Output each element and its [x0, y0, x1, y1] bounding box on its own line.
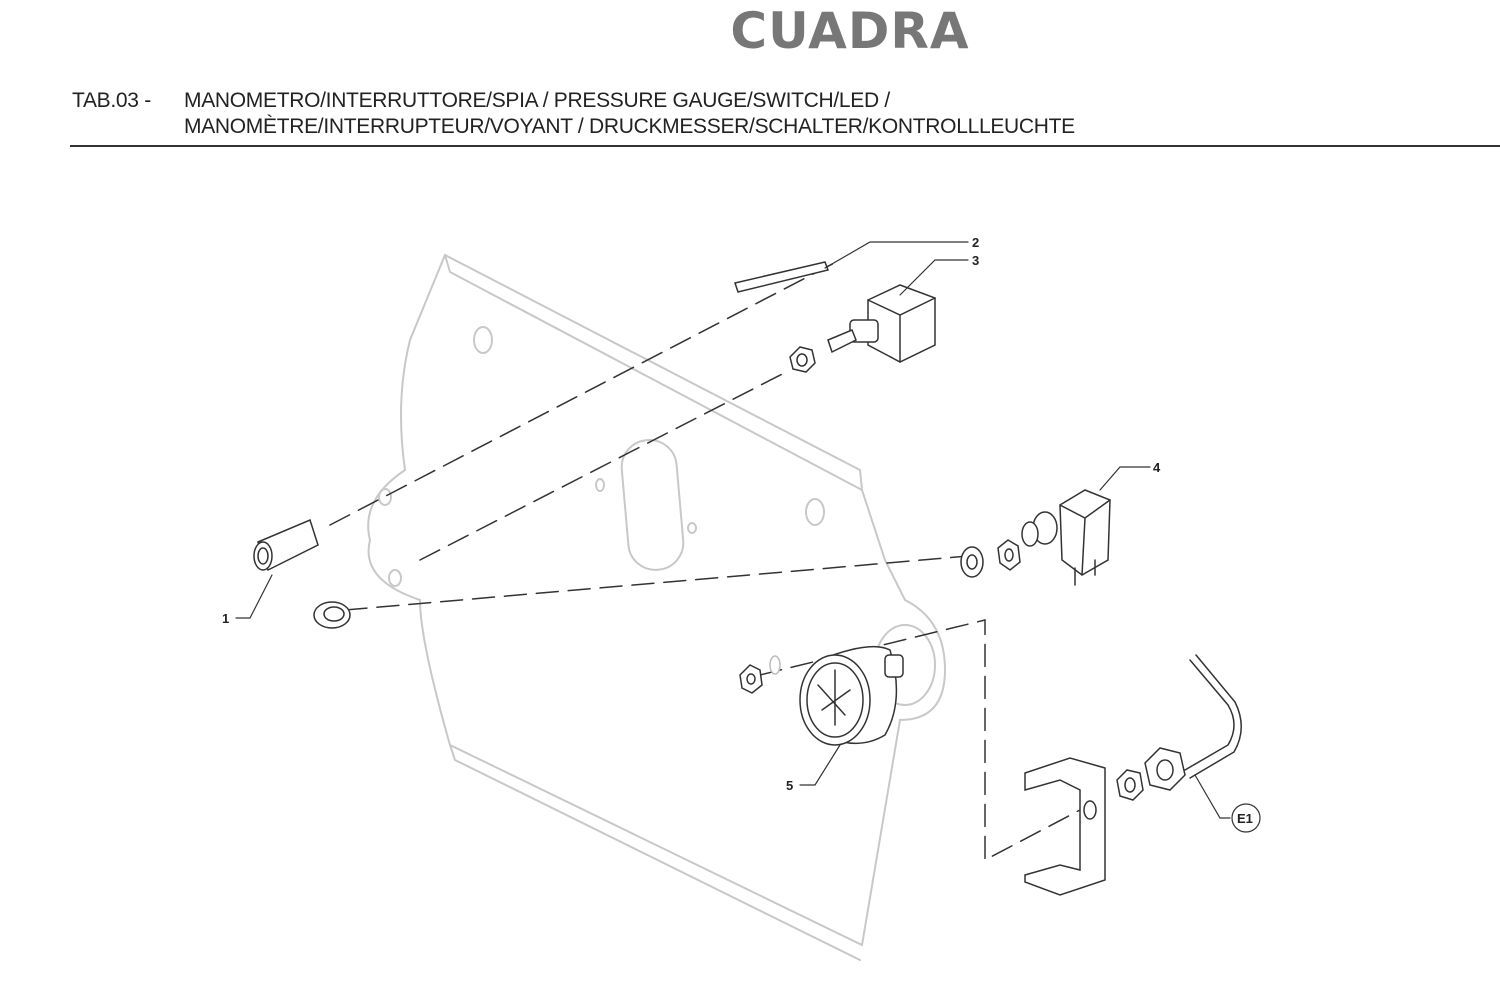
callout-e1: E1	[1237, 811, 1253, 826]
pressure-gauge-part	[799, 645, 904, 746]
cable-part	[734, 261, 829, 293]
washers-switch-4	[960, 539, 1021, 578]
toggle-switch-part	[827, 284, 936, 363]
callouts	[235, 241, 1261, 833]
callout-3: 3	[972, 253, 979, 268]
washer-part	[313, 601, 351, 629]
brand-title: CUADRA	[730, 2, 970, 60]
pipe-part-e1	[1184, 654, 1242, 779]
push-switch-part	[1021, 489, 1111, 586]
header-divider	[70, 145, 1500, 147]
led-part	[253, 518, 319, 572]
callout-2: 2	[972, 235, 979, 250]
callout-4: 4	[1153, 460, 1161, 475]
table-title-line1: MANOMETRO/INTERRUTTORE/SPIA / PRESSURE G…	[184, 89, 890, 112]
pipe-nuts	[1116, 747, 1186, 801]
table-title-line2: MANOMÈTRE/INTERRUPTEUR/VOYANT / DRUCKMES…	[184, 115, 1075, 138]
mounting-panel	[367, 253, 947, 961]
nut-part	[789, 346, 816, 373]
table-code: TAB.03 -	[72, 89, 151, 112]
bracket-part	[1024, 757, 1106, 896]
callout-5: 5	[786, 778, 793, 793]
gauge-nut-part	[739, 655, 781, 694]
callout-1: 1	[222, 611, 229, 626]
